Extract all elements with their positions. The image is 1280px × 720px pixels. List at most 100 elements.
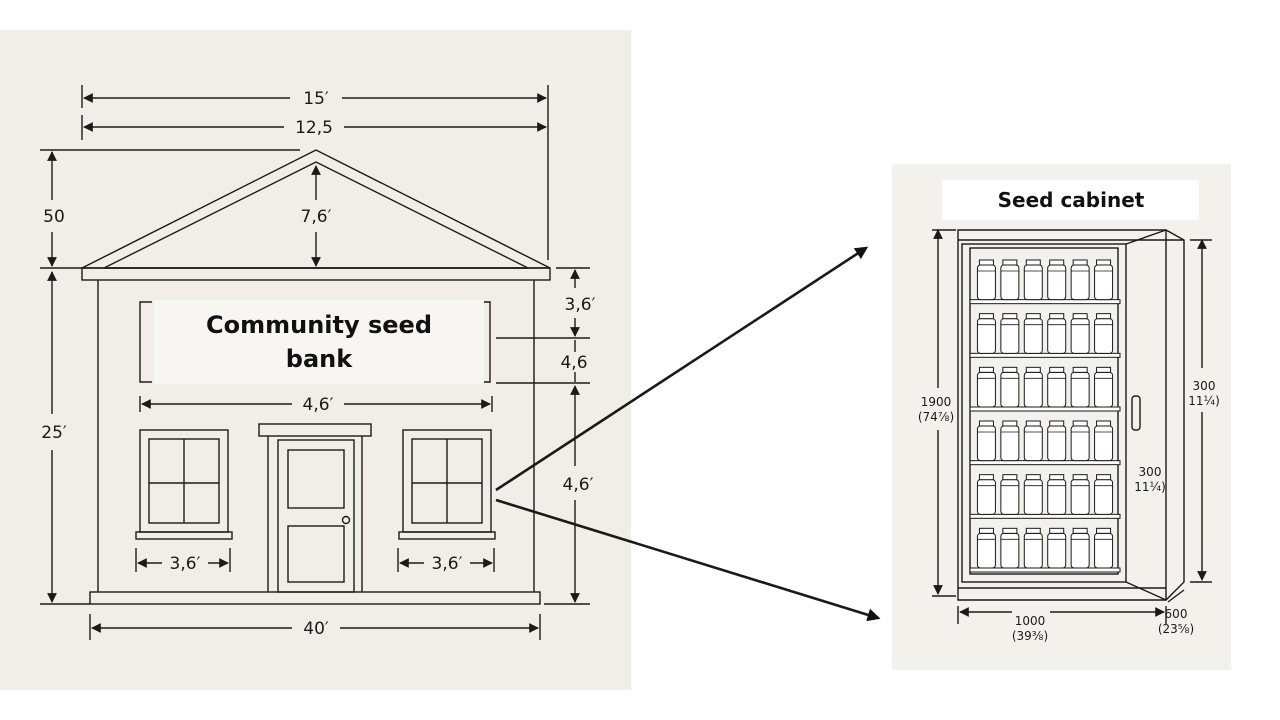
seed-jar: [976, 264, 996, 301]
seed-jar: [1023, 264, 1043, 301]
door-knob-icon: [341, 515, 351, 525]
seed-jar: [1070, 318, 1090, 354]
cabinet-handle-icon: [1131, 395, 1141, 431]
seed-jar-lid: [1002, 313, 1018, 320]
cabinet-title: Seed cabinet: [998, 188, 1145, 212]
right-window: [398, 429, 496, 540]
seed-jar: [1094, 371, 1114, 408]
dim-cabinet-right-mid-in: 11¼): [1134, 480, 1166, 494]
seed-jar: [976, 318, 996, 354]
left-window: [135, 429, 233, 540]
seed-jar-lid: [1025, 259, 1041, 266]
seed-jar: [1094, 479, 1114, 515]
seed-jar-lid: [1096, 313, 1112, 320]
seed-jar: [1070, 264, 1090, 301]
seed-jar-lid: [1002, 366, 1018, 373]
dim-overall-width: 15′: [303, 89, 329, 109]
seed-jar-lid: [1049, 259, 1065, 266]
house-dimension-lines: [40, 85, 590, 640]
seed-jar-lid: [1072, 527, 1088, 534]
dim-cabinet-depth-mm: 600: [1165, 607, 1188, 621]
front-door: [258, 423, 372, 593]
dim-cabinet-width-mm: 1000: [1015, 614, 1046, 628]
seed-jar: [976, 425, 996, 462]
seed-jar: [1047, 425, 1067, 462]
seed-jar-lid: [1025, 313, 1041, 320]
seed-jar-lid: [1025, 366, 1041, 373]
seed-jar-lid: [1096, 474, 1112, 481]
seed-jar: [1023, 371, 1043, 408]
seed-jar-lid: [1049, 313, 1065, 320]
seed-jar: [1000, 479, 1020, 515]
seed-jar: [1000, 371, 1020, 408]
cabinet-shelf: [969, 352, 1121, 358]
dim-cabinet-width-in: (39⅜): [1012, 629, 1048, 643]
seed-jar: [1023, 425, 1043, 462]
dim-roof-rise: 7,6′: [301, 207, 332, 227]
cabinet-panel: Seed cabinet: [892, 164, 1231, 670]
seed-jar-lid: [1072, 259, 1088, 266]
dim-cabinet-right-top-mm: 300: [1193, 379, 1216, 393]
dim-cabinet-height-mm: 1900: [921, 395, 952, 409]
seed-jar: [1023, 318, 1043, 354]
seed-jar-lid: [1096, 527, 1112, 534]
dim-cabinet-right-mid-mm: 300: [1139, 465, 1162, 479]
seed-jar-lid: [1049, 420, 1065, 427]
house-dimension-labels: 15′ 12,5 50 7,6′ 25′ 3,6′ 4,6 4,6′ 4,6′ …: [41, 89, 595, 639]
cabinet-shelf: [969, 567, 1121, 573]
seed-jar-lid: [1025, 420, 1041, 427]
seed-jar: [1094, 264, 1114, 301]
seed-jar-lid: [1002, 259, 1018, 266]
seed-jar: [1070, 425, 1090, 462]
seed-jar: [1047, 371, 1067, 408]
seed-jar-lid: [1025, 527, 1041, 534]
seed-jar: [1000, 264, 1020, 301]
seed-jar-lid: [1049, 366, 1065, 373]
seed-jar-lid: [1002, 474, 1018, 481]
seed-jar: [1023, 479, 1043, 515]
seed-jar-lid: [1002, 420, 1018, 427]
seed-jar-lid: [1002, 527, 1018, 534]
house-panel: Community seed bank: [0, 30, 631, 690]
dim-wall-height: 25′: [41, 423, 67, 443]
cabinet-shelf: [969, 513, 1121, 519]
dim-cabinet-height-in: (74⅞): [918, 410, 954, 424]
dim-roof-width: 12,5: [295, 118, 333, 138]
seed-jar: [1094, 532, 1114, 569]
dim-right-window: 3,6′: [432, 554, 463, 574]
dim-door-span: 4,6′: [303, 395, 334, 415]
seed-jar-lid: [1049, 474, 1065, 481]
seed-jar-lid: [1072, 420, 1088, 427]
seed-jar: [1047, 264, 1067, 301]
dim-sign-right: 3,6′: [565, 295, 596, 315]
seed-jar: [1070, 371, 1090, 408]
seed-jar-lid: [978, 474, 994, 481]
cabinet-shelf: [969, 299, 1121, 305]
seed-jar: [1047, 532, 1067, 569]
community-sign: Community seed bank: [139, 300, 491, 384]
cabinet-dimension-labels: 1900 (74⅞) 300 11¼) 300 11¼) 1000 (39⅜) …: [918, 379, 1220, 643]
seed-jar-lid: [978, 420, 994, 427]
seed-jar: [1023, 532, 1043, 569]
seed-jar-lid: [978, 366, 994, 373]
arrow-to-cabinet-bottom: [495, 498, 881, 622]
seed-jar: [1000, 532, 1020, 569]
seed-jar: [1070, 479, 1090, 515]
sign-line-1: Community seed: [206, 311, 432, 339]
seed-jar-lid: [1096, 259, 1112, 266]
seed-jar-lid: [1096, 420, 1112, 427]
seed-jar: [976, 371, 996, 408]
seed-jar-lid: [978, 527, 994, 534]
seed-jar-lid: [978, 313, 994, 320]
arrow-to-cabinet-top: [495, 246, 869, 492]
seed-jar: [1094, 425, 1114, 462]
seed-jar: [1094, 318, 1114, 354]
seed-jar: [1000, 318, 1020, 354]
seed-jar-lid: [1025, 474, 1041, 481]
cabinet-shelves: [969, 259, 1121, 573]
seed-jar-lid: [1072, 474, 1088, 481]
seed-jar: [1000, 425, 1020, 462]
seed-jar-lid: [978, 259, 994, 266]
seed-jar: [1047, 318, 1067, 354]
